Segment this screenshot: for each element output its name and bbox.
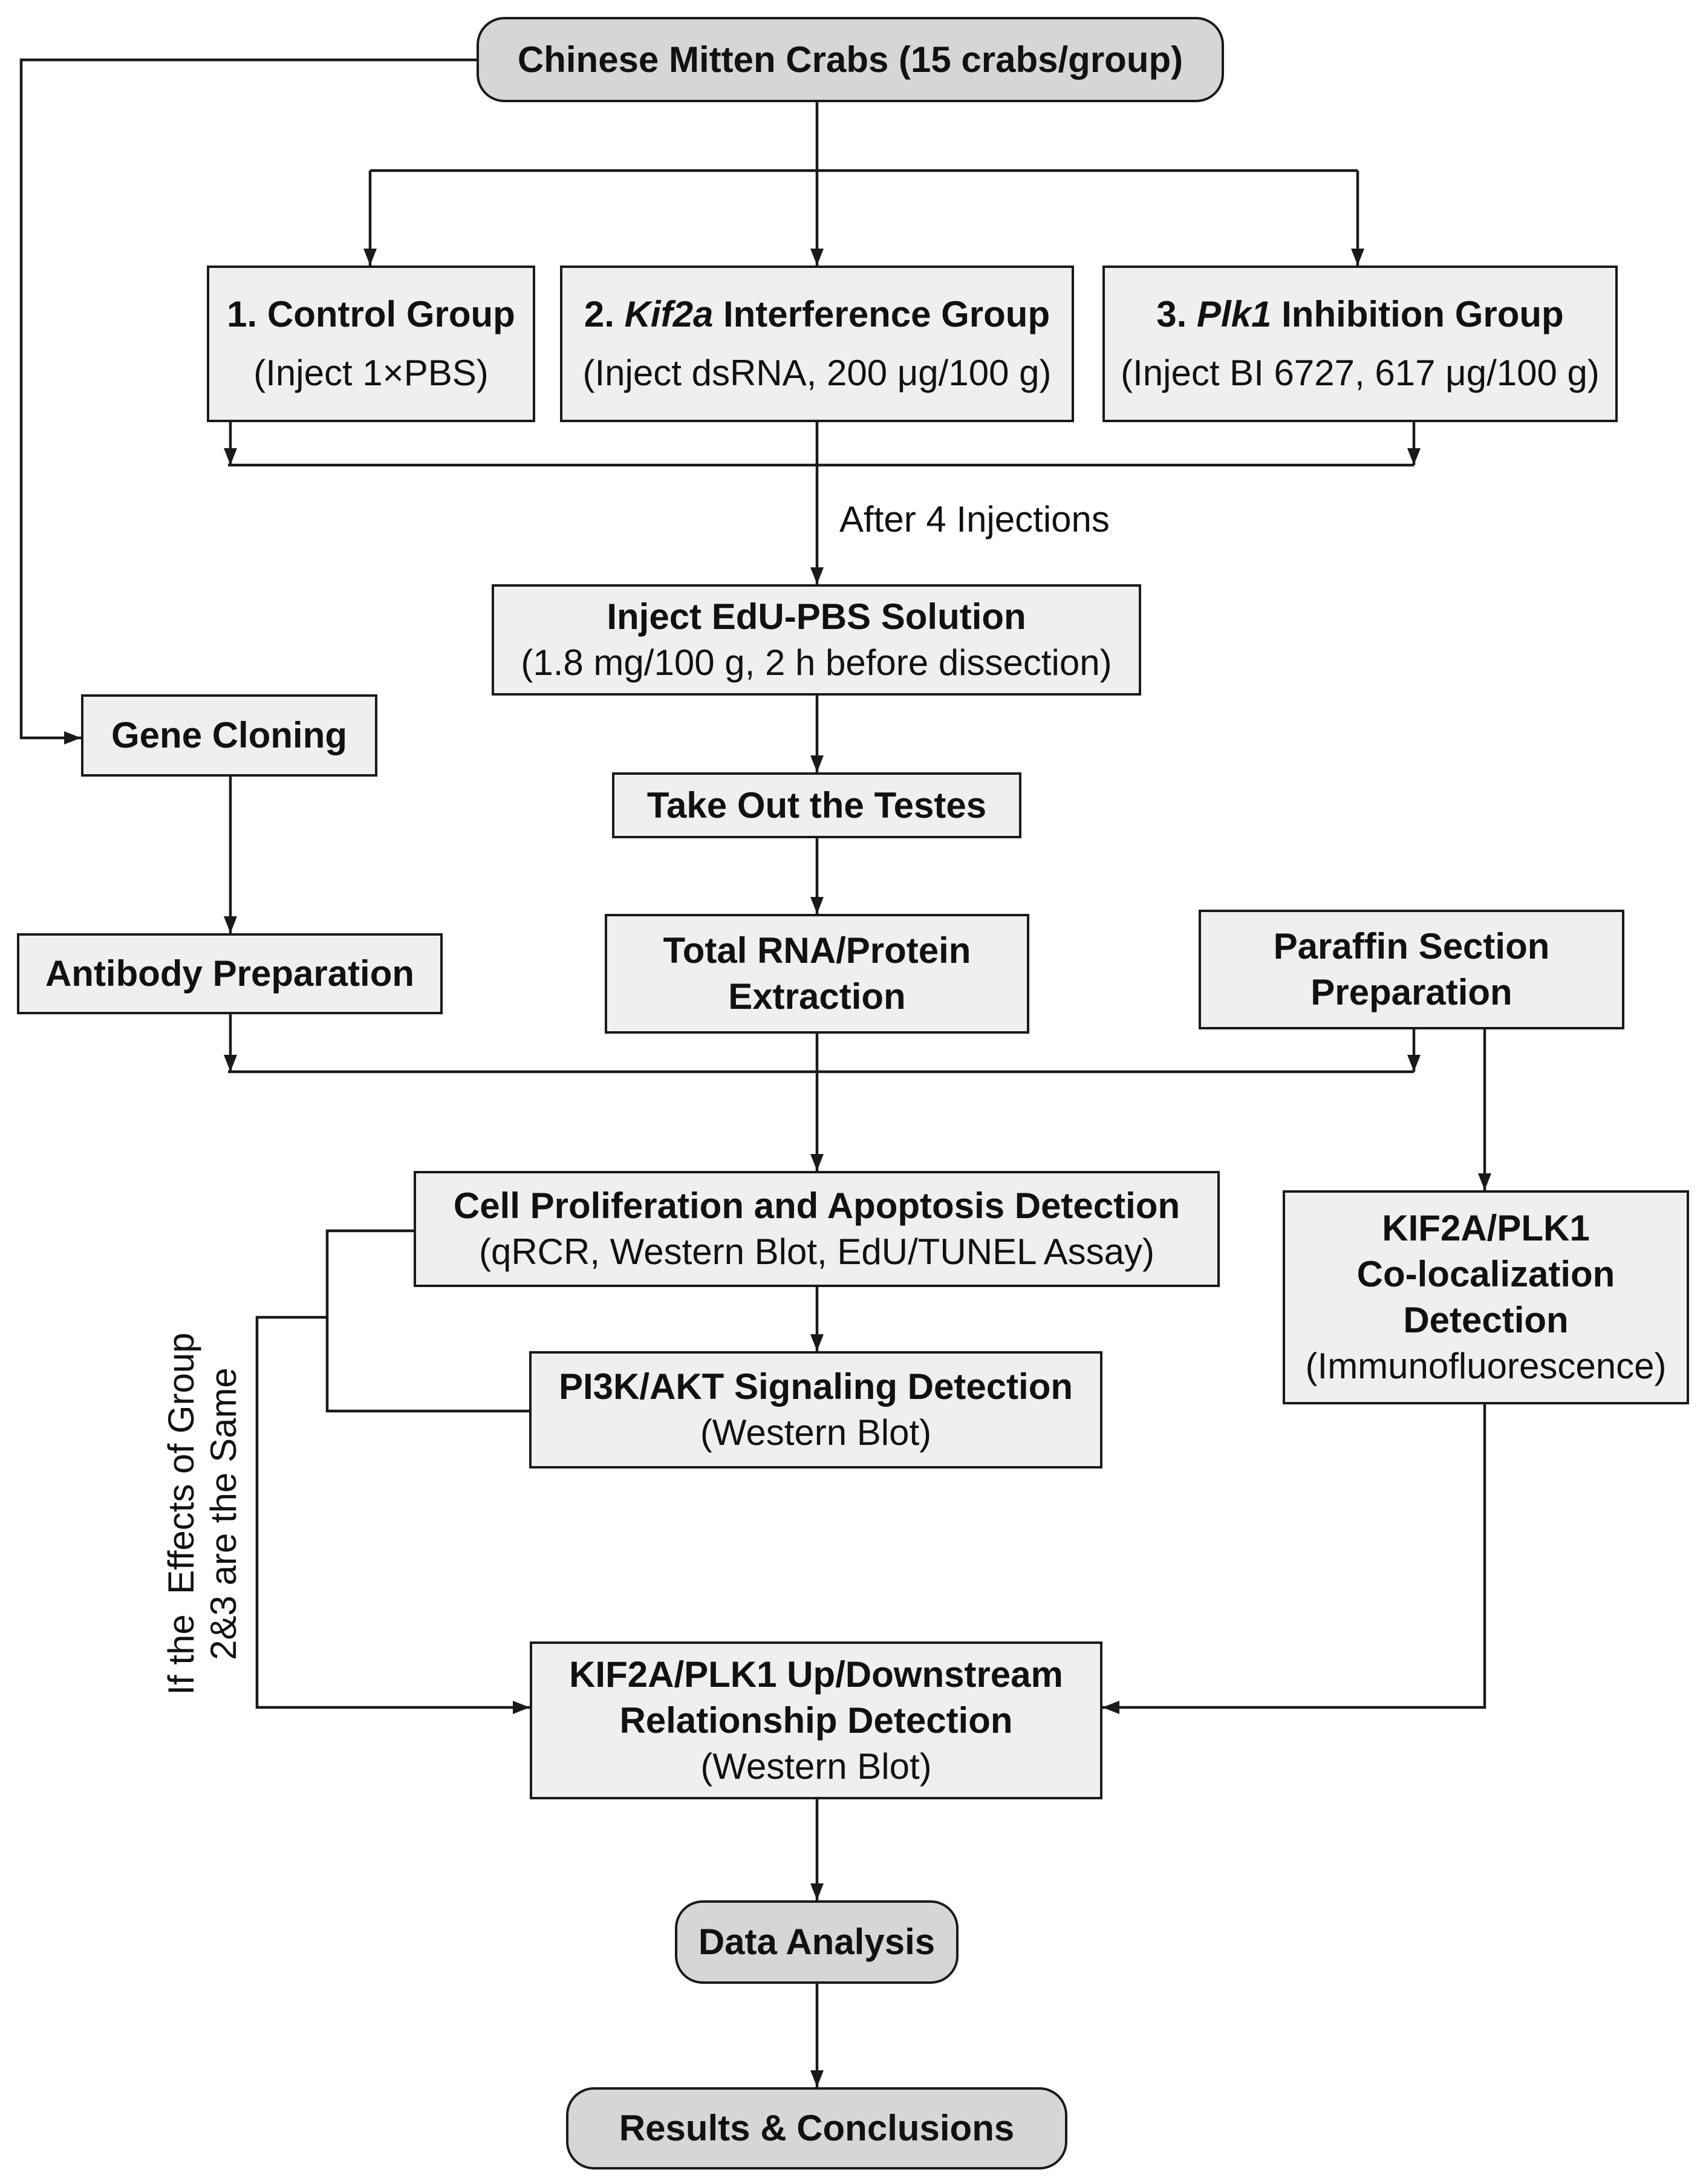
node-title-line: Detection	[1403, 1300, 1569, 1340]
node-plk1-inhibition-group: 3. Plk1 Inhibition Group (Inject BI 6727…	[1102, 266, 1618, 422]
injection-count-label: After 4 Injections	[839, 499, 1110, 539]
node-detail: (Immunofluorescence)	[1305, 1346, 1667, 1386]
arrow-conditional-to-relationship	[255, 1315, 530, 1714]
node-detail: (1.8 mg/100 g, 2 h before dissection)	[521, 642, 1112, 683]
group-name: Inhibition Group	[1281, 294, 1564, 334]
node-title-line: Relationship Detection	[619, 1700, 1013, 1741]
node-colocalization: KIF2A/PLK1 Co-localization Detection (Im…	[1283, 1190, 1689, 1404]
node-title: 2. Kif2a Interference Group	[584, 293, 1050, 336]
condition-label: If the Effects of Group 2&3 are the Same	[160, 1332, 245, 1695]
group-name: Interference Group	[723, 294, 1050, 334]
node-up-downstream-relationship: KIF2A/PLK1 Up/Downstream Relationship De…	[530, 1641, 1102, 1799]
node-title-line: KIF2A/PLK1 Up/Downstream	[569, 1654, 1063, 1695]
node-title-line: KIF2A/PLK1	[1382, 1208, 1590, 1248]
condition-label-line: If the Effects of Group	[161, 1332, 201, 1695]
node-title: Data Analysis	[698, 1922, 936, 1962]
node-title: 3. Plk1 Inhibition Group	[1156, 293, 1563, 336]
node-rna-protein-extraction: Total RNA/Protein Extraction	[605, 914, 1029, 1034]
node-paraffin-section: Paraffin Section Preparation	[1199, 910, 1624, 1029]
node-title-line: Preparation	[1310, 972, 1512, 1012]
node-title: Antibody Preparation	[45, 953, 415, 994]
node-title-line: Total RNA/Protein	[663, 930, 971, 971]
node-control-group: 1. Control Group (Inject 1×PBS)	[207, 266, 535, 422]
condition-label-line: 2&3 are the Same	[203, 1367, 244, 1660]
group-number: 3.	[1156, 294, 1187, 334]
node-detail: (Western Blot)	[700, 1746, 932, 1787]
node-chinese-mitten-crabs: Chinese Mitten Crabs (15 crabs/group)	[477, 17, 1224, 102]
node-detail: (Inject dsRNA, 200 μg/100 g)	[582, 353, 1052, 393]
node-take-out-testes: Take Out the Testes	[612, 772, 1021, 838]
node-detail: (Inject BI 6727, 617 μg/100 g)	[1121, 353, 1600, 393]
arrow-colocalization-to-relationship	[1102, 1404, 1486, 1714]
node-title: Take Out the Testes	[646, 784, 987, 826]
node-results-conclusions: Results & Conclusions	[566, 2087, 1067, 2169]
node-proliferation-apoptosis: Cell Proliferation and Apoptosis Detecti…	[414, 1171, 1220, 1287]
node-detail: (Inject 1×PBS)	[253, 353, 489, 393]
node-title-line: Co-localization	[1356, 1254, 1615, 1294]
node-gene-cloning: Gene Cloning	[81, 694, 377, 777]
gene-name: Kif2a	[624, 294, 714, 334]
node-title: 1. Control Group	[227, 294, 515, 334]
node-title: Cell Proliferation and Apoptosis Detecti…	[453, 1185, 1180, 1226]
node-kif2a-interference-group: 2. Kif2a Interference Group (Inject dsRN…	[560, 266, 1074, 422]
node-edu-injection: Inject EdU-PBS Solution (1.8 mg/100 g, 2…	[492, 584, 1141, 696]
node-title-line: Paraffin Section	[1273, 926, 1550, 967]
node-detail: (Western Blot)	[700, 1412, 932, 1453]
group-number: 2.	[584, 294, 614, 334]
node-pi3k-akt-signaling: PI3K/AKT Signaling Detection (Western Bl…	[529, 1351, 1102, 1468]
node-title: Results & Conclusions	[619, 2108, 1015, 2148]
node-data-analysis: Data Analysis	[675, 1900, 959, 1984]
node-detail: (qRCR, Western Blot, EdU/TUNEL Assay)	[479, 1231, 1154, 1272]
node-title-line: Extraction	[728, 976, 906, 1017]
node-label: Chinese Mitten Crabs (15 crabs/group)	[517, 39, 1183, 80]
node-title: Inject EdU-PBS Solution	[607, 596, 1026, 637]
node-antibody-preparation: Antibody Preparation	[17, 933, 443, 1014]
node-title: Gene Cloning	[111, 715, 347, 755]
gene-name: Plk1	[1197, 294, 1272, 334]
node-title: PI3K/AKT Signaling Detection	[558, 1366, 1073, 1407]
